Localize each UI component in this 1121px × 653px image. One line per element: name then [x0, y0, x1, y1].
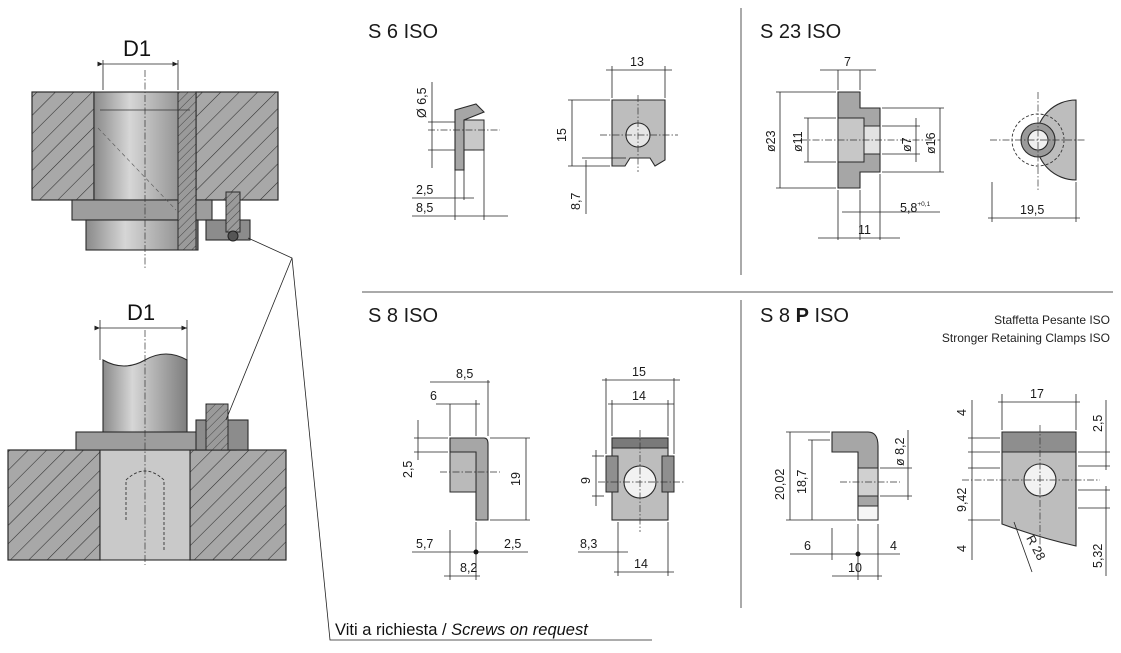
s8-dim-14-top: 14	[632, 389, 646, 403]
s8-dim-2-5-left: 2,5	[401, 461, 415, 478]
s23-dim-11: 11	[858, 223, 871, 237]
s8-dim-5-7: 5,7	[416, 537, 433, 551]
s8p-side-view	[786, 430, 912, 580]
s8-side-view	[412, 380, 530, 580]
s6-dim-15: 15	[555, 128, 569, 142]
s8p-dim-20-02: 20,02	[773, 469, 787, 500]
s8p-note-italian: Staffetta Pesante ISO	[994, 313, 1110, 327]
s23-dim-d11: ø11	[791, 131, 805, 152]
s8-dim-8-5: 8,5	[456, 367, 473, 381]
s23-dim-d23: ø23	[764, 130, 778, 152]
s8p-dim-10: 10	[848, 561, 862, 575]
s8p-dim-18-7: 18,7	[795, 470, 809, 494]
s8-dim-8-2: 8,2	[460, 561, 477, 575]
s6-dim-2-5: 2,5	[416, 183, 433, 197]
s6-title: S 6 ISO	[368, 21, 438, 43]
s6-dim-8-5: 8,5	[416, 201, 433, 215]
s8p-dim-6: 6	[804, 539, 811, 553]
s6-dim-13: 13	[630, 55, 644, 69]
footnote: Viti a richiesta / Screws on request	[335, 621, 589, 639]
s8p-note-english: Stronger Retaining Clamps ISO	[942, 331, 1110, 345]
s6-front-view	[568, 66, 678, 214]
s8-title: S 8 ISO	[368, 305, 438, 327]
s8p-dim-2-5: 2,5	[1091, 415, 1105, 432]
s8-dim-9: 9	[579, 477, 593, 484]
s8-dim-19: 19	[509, 472, 523, 486]
footnote-italian: Viti a richiesta /	[335, 621, 451, 639]
s8p-dim-4-side: 4	[890, 539, 897, 553]
s23-dim-d7: ø7	[900, 137, 914, 152]
s8p-dim-5-32: 5,32	[1091, 544, 1105, 568]
d1-label-top: D1	[123, 36, 151, 61]
s8p-dim-4-top: 4	[955, 409, 969, 416]
s23-dim-19-5: 19,5	[1020, 203, 1044, 217]
s8p-dim-4-bottom: 4	[955, 545, 969, 552]
s8-front-view	[578, 378, 684, 576]
s8p-front-view	[962, 394, 1110, 576]
s6-dim-8-7: 8,7	[569, 193, 583, 210]
footnote-english: Screws on request	[451, 621, 589, 639]
s23-dim-5-8: 5,8+0,1	[900, 201, 931, 215]
s8-dim-15: 15	[632, 365, 646, 379]
s23-section-view	[776, 69, 944, 240]
s8-dim-8-3: 8,3	[580, 537, 597, 551]
s23-title: S 23 ISO	[760, 21, 841, 43]
footnote-leader	[247, 237, 652, 641]
s8-dim-14-bottom: 14	[634, 557, 648, 571]
s8-dim-6: 6	[430, 389, 437, 403]
s6-dim-diameter: Ø 6,5	[415, 87, 429, 118]
s8p-title: S 8 P ISO	[760, 305, 849, 327]
s23-dim-7: 7	[844, 55, 851, 69]
s8p-dim-9-42: 9,42	[955, 488, 969, 512]
s8-dim-2-5-right: 2,5	[504, 537, 521, 551]
bottom-assembly-section	[7, 320, 287, 565]
s8p-dim-17: 17	[1030, 387, 1044, 401]
top-assembly-section	[31, 60, 279, 268]
s8p-dim-d8-2: ø 8,2	[893, 437, 907, 466]
d1-label-bottom: D1	[127, 300, 155, 325]
s23-front-view	[988, 92, 1086, 222]
s6-side-view	[412, 82, 508, 220]
s23-dim-d16: ø16	[924, 132, 938, 154]
